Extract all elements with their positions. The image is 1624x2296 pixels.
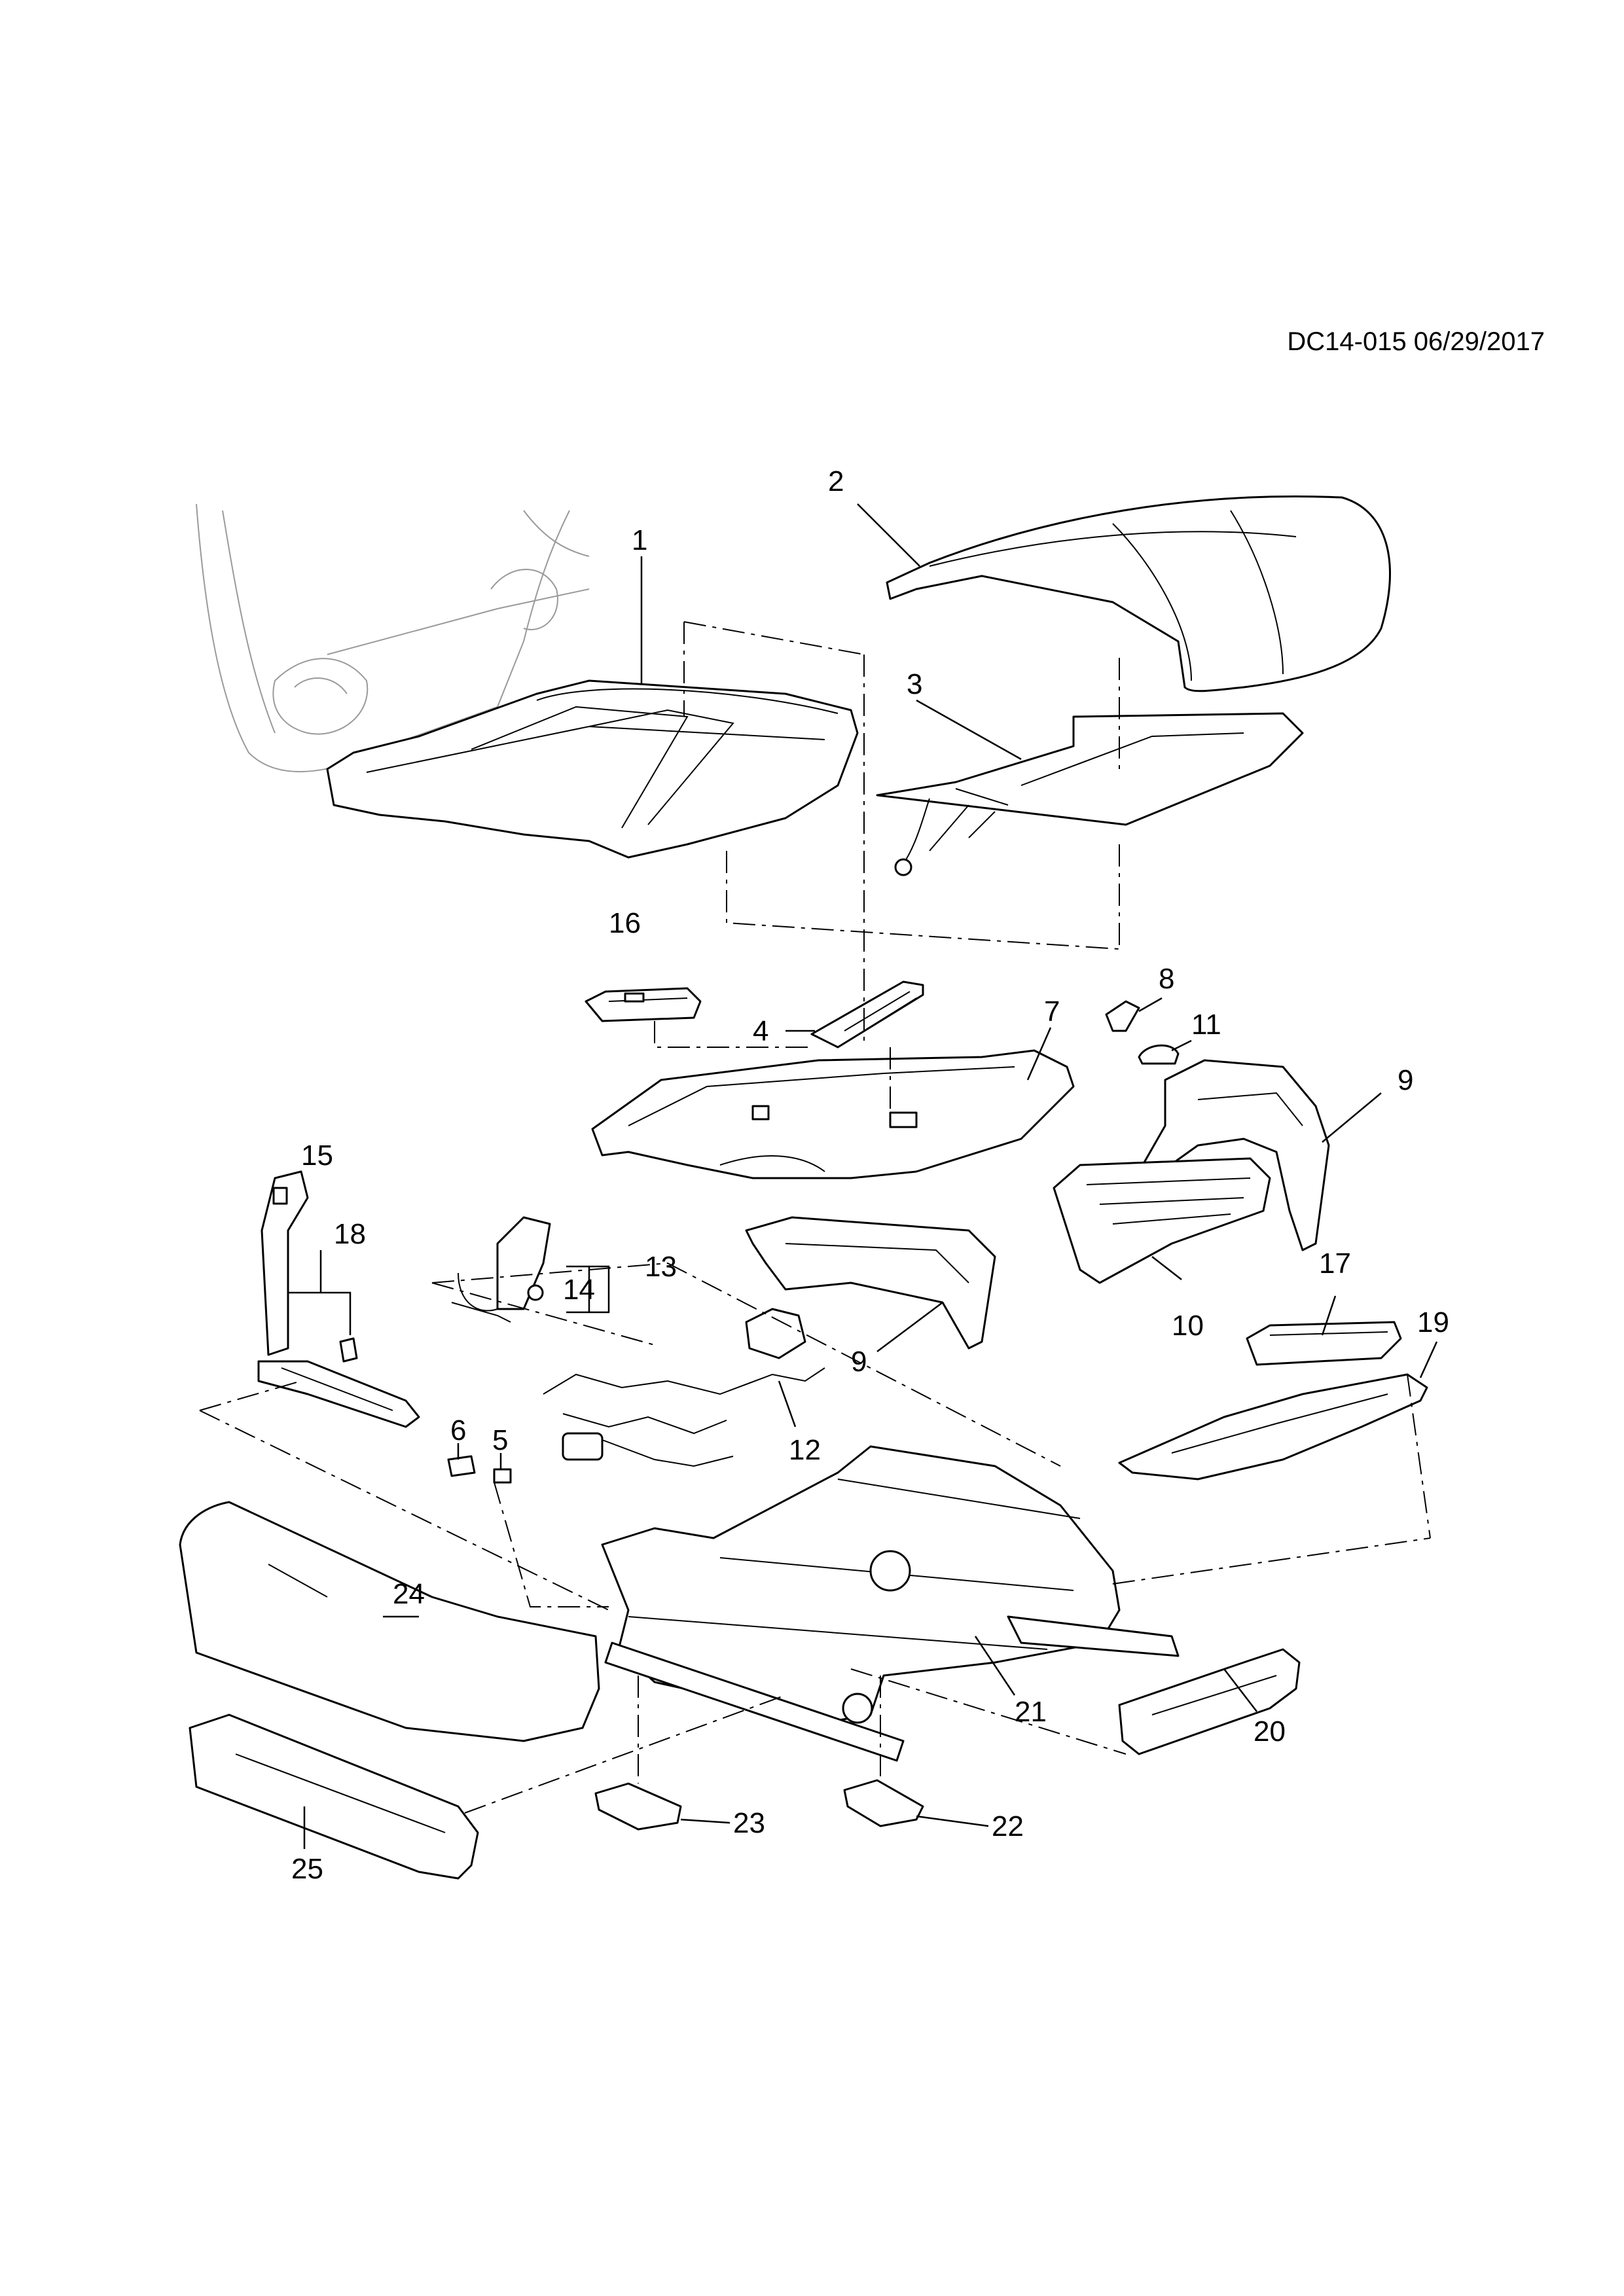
- part-14-nut: [527, 1284, 544, 1301]
- callout-14: 14: [563, 1274, 595, 1306]
- callout-9b: 9: [851, 1346, 867, 1378]
- part-1-cushion-pad: [326, 679, 859, 859]
- callout-20: 20: [1254, 1715, 1286, 1748]
- part-11-clip: [1138, 1044, 1180, 1065]
- callout-21: 21: [1015, 1696, 1047, 1728]
- callout-10: 10: [1172, 1310, 1204, 1342]
- part-19-support-bracket: [1118, 1373, 1428, 1480]
- callout-17: 17: [1319, 1247, 1351, 1280]
- callout-6: 6: [450, 1414, 466, 1446]
- callout-labels: 1 2 3 16 4 7 8 11 9 15 18 13 14 10 9 17 …: [291, 465, 1449, 1885]
- part-6-clip: [447, 1455, 476, 1477]
- callout-13: 13: [645, 1251, 677, 1283]
- callout-19: 19: [1417, 1306, 1449, 1338]
- part-16-bracket-cover: [585, 987, 702, 1022]
- part-12-wiring-harness: [543, 1308, 825, 1467]
- callout-16: 16: [609, 907, 641, 939]
- callout-8: 8: [1159, 963, 1174, 995]
- callout-24: 24: [393, 1578, 425, 1610]
- part-7-seat-pan: [591, 1049, 1075, 1179]
- part-21-adjuster-frame: [601, 1445, 1180, 1762]
- reference-seat-outline: [196, 503, 590, 772]
- callout-9a: 9: [1398, 1064, 1413, 1096]
- part-22-track-cover: [843, 1779, 924, 1827]
- part-3-heater-pad: [876, 712, 1304, 876]
- callout-3: 3: [907, 668, 922, 700]
- part-10-cushion-frame: [1053, 1157, 1271, 1284]
- callout-22: 22: [992, 1810, 1024, 1842]
- callout-2: 2: [828, 465, 844, 497]
- callout-23: 23: [733, 1807, 765, 1839]
- part-24-outer-trim: [179, 1501, 600, 1742]
- part-15-seat-belt-buckle: [257, 1170, 420, 1428]
- callout-18: 18: [334, 1218, 366, 1250]
- part-25-lower-trim: [189, 1713, 479, 1880]
- callout-25: 25: [291, 1853, 323, 1885]
- alignment-lines: [199, 621, 1431, 1814]
- part-8-grommet: [1105, 1000, 1140, 1032]
- callout-7: 7: [1044, 996, 1060, 1028]
- callout-12: 12: [789, 1434, 821, 1466]
- part-5-clip: [493, 1468, 512, 1484]
- part-20-inner-trim: [1118, 1648, 1301, 1755]
- part-4-switch-bracket: [810, 980, 924, 1049]
- part-17-control-module: [1246, 1321, 1402, 1366]
- part-18-bolt: [339, 1337, 358, 1363]
- diagram-id-date: DC14-015 06/29/2017: [1287, 327, 1545, 356]
- part-9-lower-bracket: [745, 1216, 996, 1350]
- part-23-track-cover: [594, 1782, 682, 1831]
- callout-15: 15: [301, 1139, 333, 1172]
- callout-1: 1: [632, 524, 647, 556]
- callout-11: 11: [1191, 1009, 1221, 1041]
- part-2-seat-cover: [886, 495, 1391, 692]
- callout-4: 4: [753, 1015, 768, 1047]
- part-13-seat-belt-buckle: [451, 1216, 551, 1323]
- leader-lines: [287, 503, 1438, 1849]
- callout-5: 5: [492, 1424, 508, 1456]
